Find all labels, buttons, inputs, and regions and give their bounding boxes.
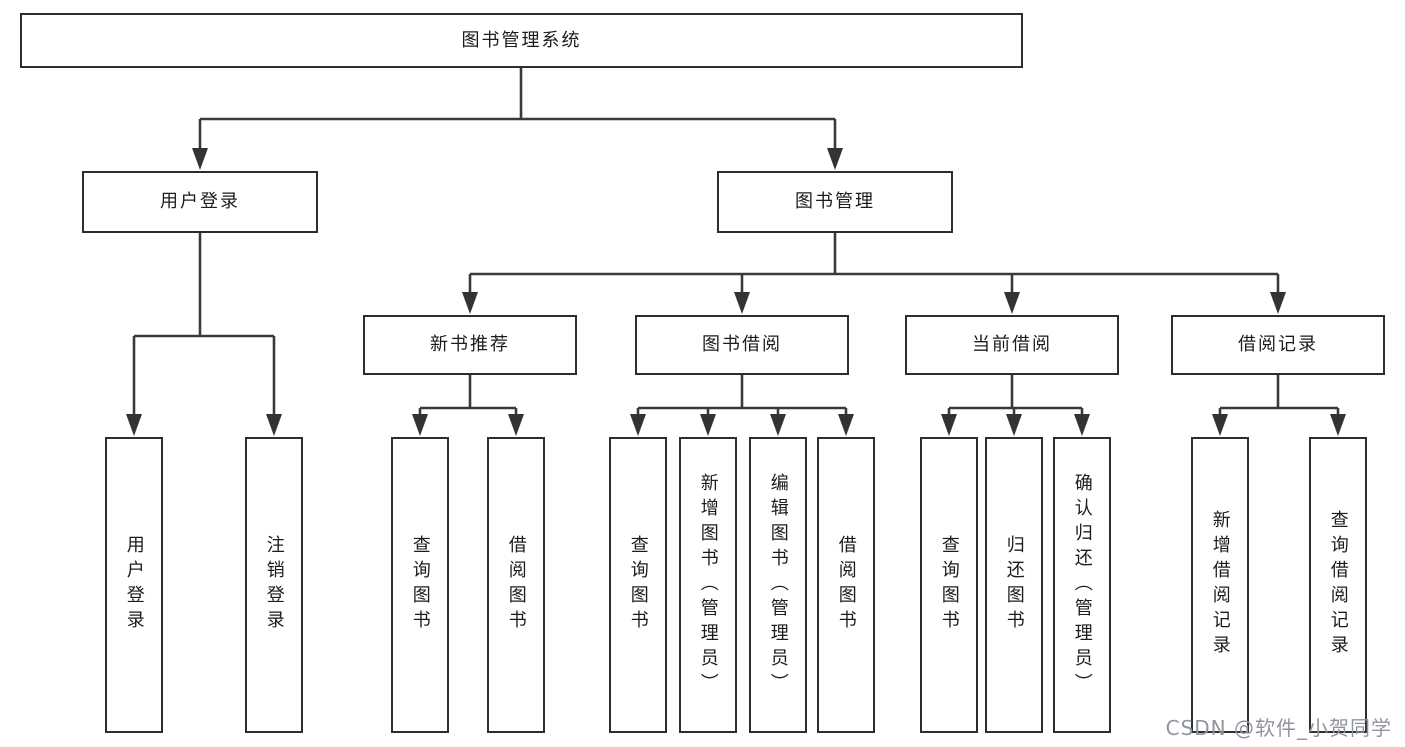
arrowheads xyxy=(126,148,1346,436)
watermark: CSDN @软件_小贺同学 xyxy=(1165,716,1392,740)
node-user-login: 用户登录 xyxy=(82,171,318,233)
node-current-borrow: 当前借阅 xyxy=(905,315,1119,375)
leaf-label: 新增图书（管理员） xyxy=(697,472,719,698)
node-root-library-management-system: 图书管理系统 xyxy=(20,13,1023,68)
leaf-query-borrow-record: 查询借阅记录 xyxy=(1309,437,1367,733)
node-book-borrow: 图书借阅 xyxy=(635,315,849,375)
edge-shafts xyxy=(132,68,1340,417)
node-new-book-recommend: 新书推荐 xyxy=(363,315,577,375)
leaf-add-books-admin: 新增图书（管理员） xyxy=(679,437,737,733)
leaf-edit-books-admin: 编辑图书（管理员） xyxy=(749,437,807,733)
leaf-label: 借阅图书 xyxy=(835,535,857,635)
leaf-label: 查询图书 xyxy=(938,535,960,635)
leaf-label: 归还图书 xyxy=(1003,535,1025,635)
leaf-label: 新增借阅记录 xyxy=(1209,510,1231,660)
leaf-label: 用户登录 xyxy=(123,535,145,635)
leaf-label: 确认归还（管理员） xyxy=(1071,472,1093,698)
leaf-borrow-books-recommend: 借阅图书 xyxy=(487,437,545,733)
leaf-label: 注销登录 xyxy=(263,535,285,635)
leaf-add-borrow-record: 新增借阅记录 xyxy=(1191,437,1249,733)
node-borrow-records: 借阅记录 xyxy=(1171,315,1385,375)
leaf-label: 借阅图书 xyxy=(505,535,527,635)
leaf-borrow-books-borrow: 借阅图书 xyxy=(817,437,875,733)
leaf-label: 查询图书 xyxy=(409,535,431,635)
leaf-label: 编辑图书（管理员） xyxy=(767,472,789,698)
leaf-label: 查询借阅记录 xyxy=(1327,510,1349,660)
leaf-logout-action: 注销登录 xyxy=(245,437,303,733)
leaf-user-login-action: 用户登录 xyxy=(105,437,163,733)
leaf-return-books: 归还图书 xyxy=(985,437,1043,733)
leaf-query-books-borrow: 查询图书 xyxy=(609,437,667,733)
leaf-confirm-return-admin: 确认归还（管理员） xyxy=(1053,437,1111,733)
leaf-query-books-recommend: 查询图书 xyxy=(391,437,449,733)
leaf-label: 查询图书 xyxy=(627,535,649,635)
node-book-management: 图书管理 xyxy=(717,171,953,233)
leaf-query-books-current: 查询图书 xyxy=(920,437,978,733)
